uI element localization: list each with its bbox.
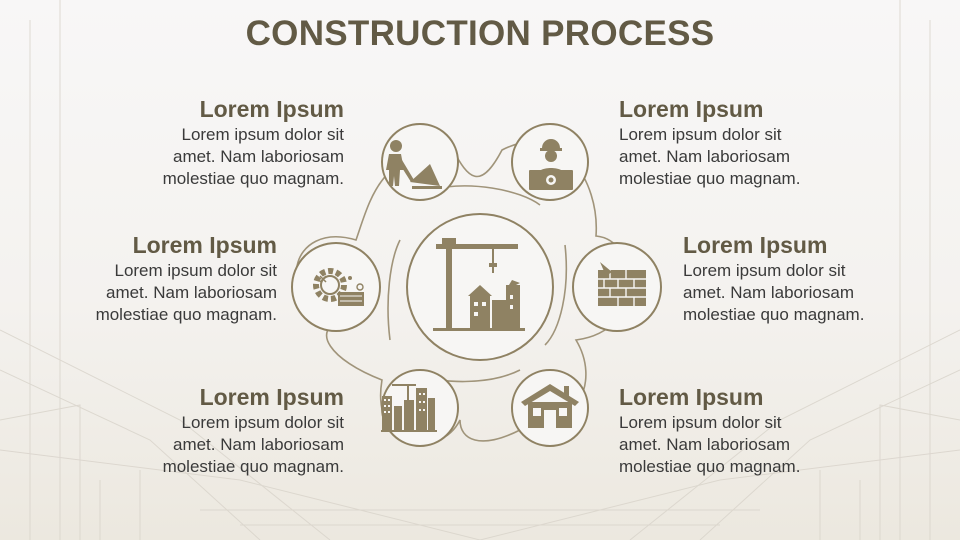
gear-planning-icon xyxy=(313,268,364,306)
step-1-line: amet. Nam laboriosam xyxy=(172,147,344,166)
slide-title: CONSTRUCTION PROCESS xyxy=(245,14,715,53)
step-3-text: Lorem Ipsum Lorem ipsum dolor sit amet. … xyxy=(0,231,277,326)
step-3-line: Lorem ipsum dolor sit xyxy=(114,261,277,280)
step-2-line: Lorem ipsum dolor sit xyxy=(619,125,782,144)
step-5-heading: Lorem Ipsum xyxy=(199,384,344,410)
step-6-line: molestiae quo magnam. xyxy=(619,457,801,476)
step-6-body: Lorem ipsum dolor sit amet. Nam laborios… xyxy=(619,412,919,478)
step-5-text: Lorem Ipsum Lorem ipsum dolor sit amet. … xyxy=(44,383,344,478)
step-6-heading: Lorem Ipsum xyxy=(619,384,764,410)
step-4-line: molestiae quo magnam. xyxy=(683,305,865,324)
step-4-line: Lorem ipsum dolor sit xyxy=(683,261,846,280)
brick-wall-trowel-icon xyxy=(598,262,646,306)
step-3-body: Lorem ipsum dolor sit amet. Nam laborios… xyxy=(0,260,277,326)
buildings-crane-icon xyxy=(381,384,437,432)
step-2-line: amet. Nam laboriosam xyxy=(619,147,791,166)
step-1-text: Lorem Ipsum Lorem ipsum dolor sit amet. … xyxy=(44,95,344,190)
step-5-line: amet. Nam laboriosam xyxy=(172,435,344,454)
step-3-line: molestiae quo magnam. xyxy=(95,305,277,324)
step-3-line: amet. Nam laboriosam xyxy=(105,283,277,302)
step-4-text: Lorem Ipsum Lorem ipsum dolor sit amet. … xyxy=(683,231,960,326)
step-2-body: Lorem ipsum dolor sit amet. Nam laborios… xyxy=(619,124,919,190)
step-2-heading: Lorem Ipsum xyxy=(619,96,764,122)
step-1-heading: Lorem Ipsum xyxy=(199,96,344,122)
step-2-line: molestiae quo magnam. xyxy=(619,169,801,188)
step-2-text: Lorem Ipsum Lorem ipsum dolor sit amet. … xyxy=(619,95,919,190)
step-5-line: Lorem ipsum dolor sit xyxy=(181,413,344,432)
flow-outline xyxy=(295,141,632,445)
step-1-body: Lorem ipsum dolor sit amet. Nam laborios… xyxy=(44,124,344,190)
step-6-line: Lorem ipsum dolor sit xyxy=(619,413,782,432)
step-6-text: Lorem Ipsum Lorem ipsum dolor sit amet. … xyxy=(619,383,919,478)
step-1-line: molestiae quo magnam. xyxy=(162,169,344,188)
engineer-blueprint-icon xyxy=(529,139,573,190)
step-4-line: amet. Nam laboriosam xyxy=(683,283,855,302)
worker-shovel-icon xyxy=(386,140,442,189)
step-4-heading: Lorem Ipsum xyxy=(683,232,828,258)
step-5-body: Lorem ipsum dolor sit amet. Nam laborios… xyxy=(44,412,344,478)
step-1-line: Lorem ipsum dolor sit xyxy=(181,125,344,144)
step-5-line: molestiae quo magnam. xyxy=(162,457,344,476)
step-3-heading: Lorem Ipsum xyxy=(132,232,277,258)
step-6-line: amet. Nam laboriosam xyxy=(619,435,791,454)
house-icon xyxy=(521,384,579,428)
tower-crane-city-icon xyxy=(433,238,525,331)
step-4-body: Lorem ipsum dolor sit amet. Nam laborios… xyxy=(683,260,960,326)
